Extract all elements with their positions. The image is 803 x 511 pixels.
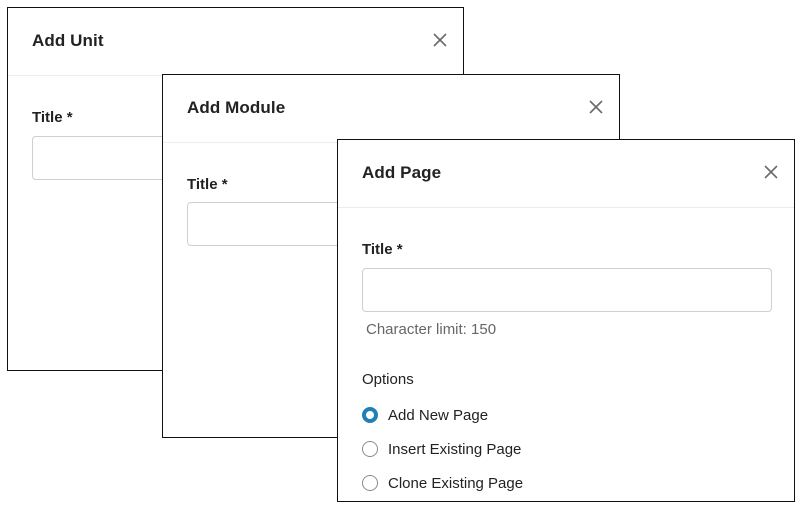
title-field-label: Title * (362, 241, 403, 258)
dialog-title: Add Unit (32, 31, 104, 50)
option-label: Add New Page (388, 406, 489, 424)
close-icon (764, 165, 778, 179)
dialog-header: Add Unit (8, 8, 463, 76)
option-label: Insert Existing Page (388, 440, 522, 458)
option-label: Clone Existing Page (388, 474, 524, 492)
close-icon (589, 100, 603, 114)
radio-selected-icon[interactable] (362, 407, 378, 423)
close-button[interactable] (764, 165, 778, 179)
dialog-header: Add Page (338, 140, 794, 208)
option-add-new-page[interactable]: Add New Page (362, 404, 488, 426)
options-label: Options (362, 371, 414, 388)
character-limit-hint: Character limit: 150 (366, 321, 497, 338)
close-button[interactable] (433, 33, 447, 47)
option-insert-existing-page[interactable]: Insert Existing Page (362, 438, 521, 460)
option-clone-existing-page[interactable]: Clone Existing Page (362, 472, 523, 494)
dialog-title: Add Page (362, 163, 442, 182)
dialog-title: Add Module (187, 98, 286, 117)
title-field-label: Title * (187, 176, 228, 193)
close-button[interactable] (589, 100, 603, 114)
title-field-label: Title * (32, 109, 73, 126)
title-input[interactable] (362, 268, 772, 312)
radio-unselected-icon[interactable] (362, 475, 378, 491)
radio-unselected-icon[interactable] (362, 441, 378, 457)
close-icon (433, 33, 447, 47)
add-page-dialog: Add Page Title * Character limit: 150 Op… (337, 139, 795, 502)
dialog-header: Add Module (163, 75, 619, 143)
